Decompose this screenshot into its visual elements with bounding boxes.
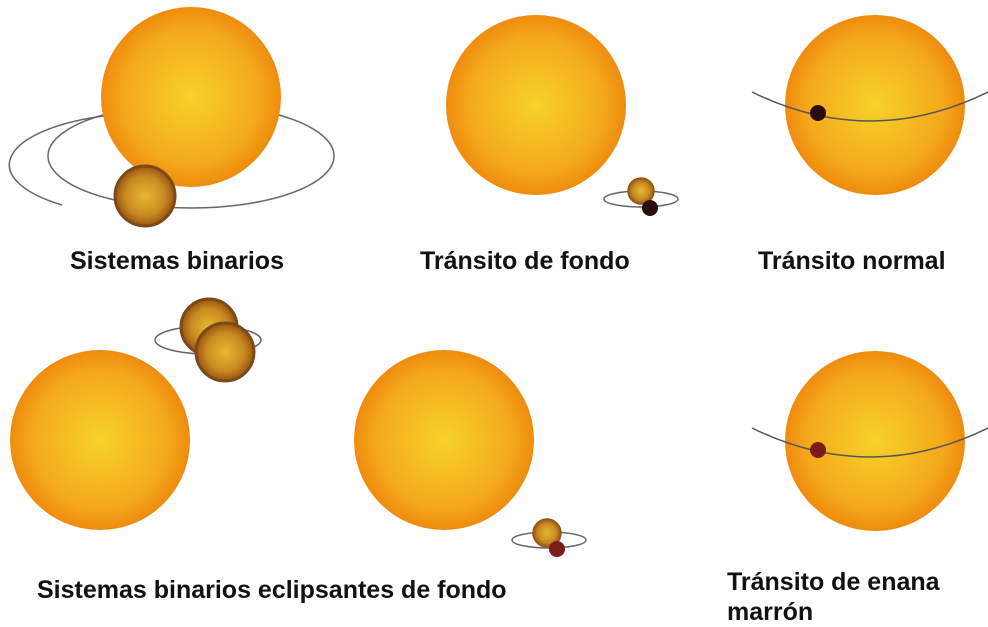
label-transito-de-fondo: Tránsito de fondo [420,247,630,275]
host-star [785,15,965,195]
background-star [532,518,562,548]
eclipsing-star-front [194,321,256,383]
label-binarios-eclipsantes: Sistemas binarios eclipsantes de fondo [37,576,507,604]
planet-orbit-path [751,91,988,122]
label-sistemas-binarios: Sistemas binarios [70,247,284,275]
label-transito-enana-marron-line2: marrón [727,598,814,626]
panel-transito-de-fondo [446,15,679,216]
panel-background-transit-2 [354,350,587,557]
foreground-star [446,15,626,195]
foreground-star [10,350,190,530]
transiting-planet [810,105,826,121]
panel-sistemas-binarios [8,7,335,228]
background-planet [642,200,658,216]
primary-star [101,7,281,187]
background-brown-dwarf [549,541,565,557]
orbit-back [8,114,113,206]
foreground-star [354,350,534,530]
label-transito-normal: Tránsito normal [758,247,946,275]
panel-transito-normal [751,15,988,195]
brown-dwarf-orbit-path [751,427,988,458]
panel-binarios-eclipsantes [10,297,262,530]
transiting-brown-dwarf [810,442,826,458]
background-star [627,177,655,205]
panel-transito-enana-marron [751,351,988,531]
host-star [785,351,965,531]
label-transito-enana-marron-line1: Tránsito de enana [727,568,940,596]
companion-star [113,164,177,228]
